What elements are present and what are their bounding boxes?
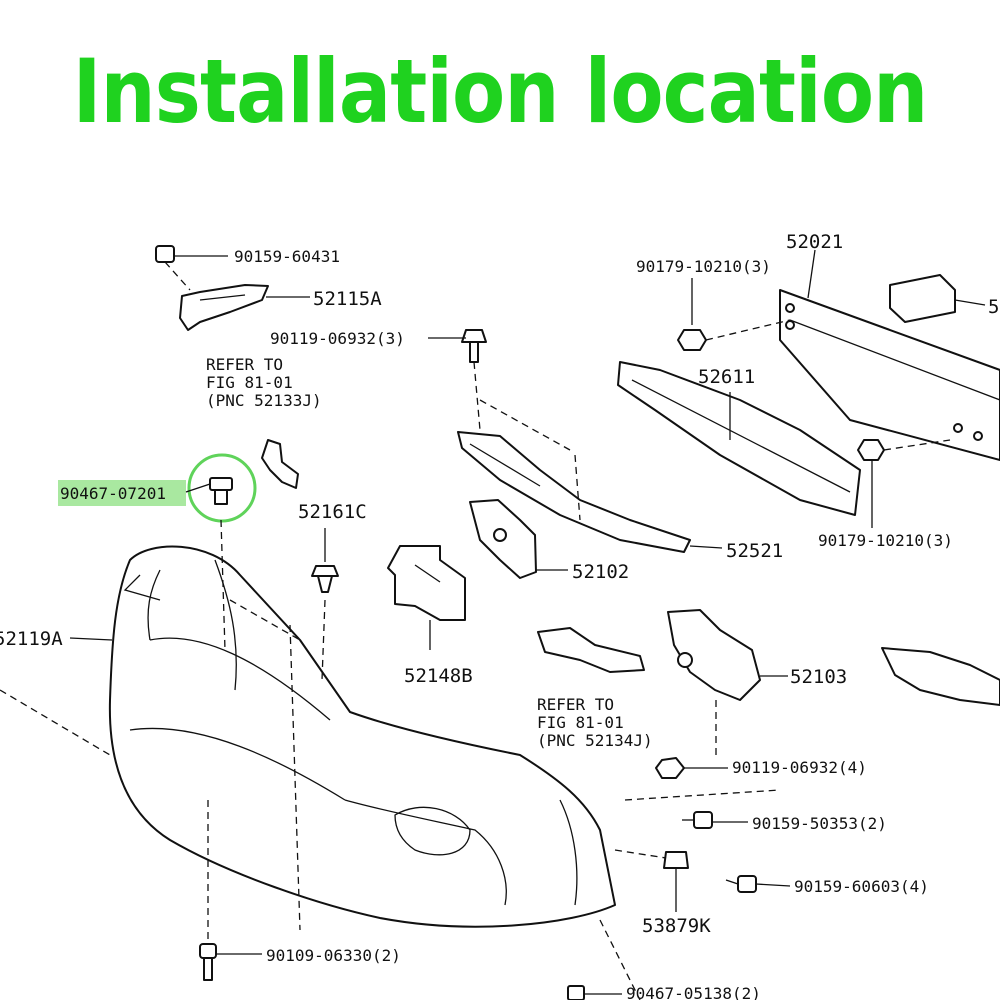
label-52102: 52102 [572,561,629,583]
refer-note-right-line3: (PNC 52134J) [537,731,653,750]
label-52021: 52021 [786,231,843,253]
refer-note-right-line1: REFER TO [537,695,614,714]
label-52521: 52521 [726,540,783,562]
clip-52161C [311,528,339,681]
label-52161C: 52161C [298,501,367,523]
label-90109-06330: 90109-06330(2) [266,946,401,965]
label-90119-06932-4: 90119-06932(4) [732,758,867,777]
refer-note-left-line1: REFER TO [206,355,283,374]
refer-bracket-left [261,439,299,489]
label-90159-60603: 90159-60603(4) [794,877,929,896]
label-90467-07201: 90467-07201 [60,484,166,503]
label-52115A: 52115A [313,288,382,310]
bracket-52102 [469,499,568,579]
label-90159-50353: 90159-50353(2) [752,814,887,833]
label-52103: 52103 [790,666,847,688]
label-52611: 52611 [698,366,755,388]
nut-90179-10210-bottom [857,439,951,528]
clip-90467-07201 [58,453,257,651]
label-90159-60431: 90159-60431 [234,247,340,266]
dashed-guides [0,599,781,1000]
bracket-52103 [667,609,788,755]
screw-90159-60603 [725,875,791,893]
refer-note-left-line2: FIG 81-01 [206,373,293,392]
absorber-52611 [617,361,861,516]
absorber-52148B [387,545,466,650]
clip-53879K [614,849,689,912]
refer-note-right-line2: FIG 81-01 [537,713,624,732]
page-title: Installation location [72,40,929,143]
side-retainer-right [881,647,1000,706]
nut-90179-10210-top [677,278,791,351]
label-52148B: 52148B [404,665,473,687]
clip-90467-05138 [567,985,622,1000]
label-90119-06932-3: 90119-06932(3) [270,329,405,348]
bumper-cover [108,545,616,928]
label-edge-right: 5 [988,296,999,318]
label-90179-10210-top: 90179-10210(3) [636,257,771,276]
reinforcement-52021 [779,249,1000,461]
retainer-52521 [457,399,723,553]
bolt-90119-06932-bottom [655,757,728,779]
label-90179-10210-bottom: 90179-10210(3) [818,531,953,550]
label-53879K: 53879K [642,915,711,937]
label-52119A: 52119A [0,628,63,650]
refer-note-left-line3: (PNC 52133J) [206,391,322,410]
label-90467-05138: 90467-05138(2) [626,984,761,1000]
bolt-90159-60431 [155,245,228,291]
highlight-circle [187,453,257,523]
refer-bracket-right [537,627,645,673]
screw-90159-50353 [682,811,748,829]
bolt-90119-06932-top [428,329,487,431]
bolt-90109-06330 [199,800,262,981]
highlight-box [58,480,186,506]
bracket-52115A [179,284,310,331]
